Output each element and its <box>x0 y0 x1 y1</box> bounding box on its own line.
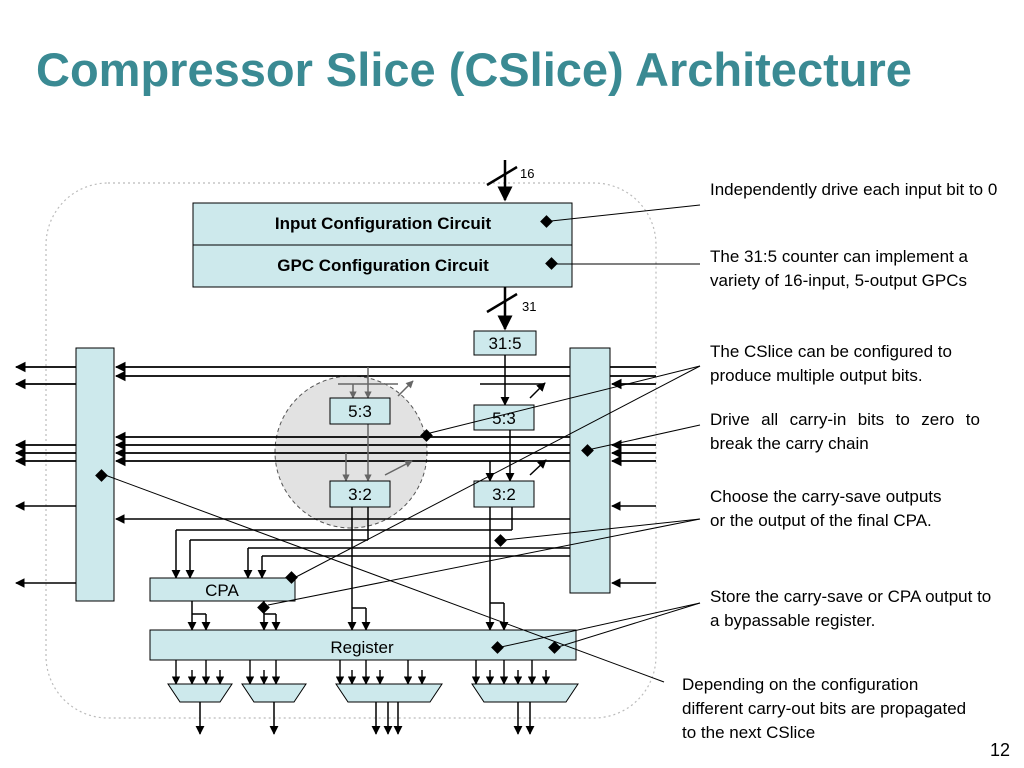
counter-5-3-right-label: 5:3 <box>492 409 516 428</box>
gpc-bus <box>486 287 518 331</box>
counter-31-5 <box>473 330 537 356</box>
compressor-output-wires <box>171 507 570 631</box>
input-bus <box>486 160 518 202</box>
cpa-block <box>149 577 296 602</box>
slide-page-number: 12 <box>989 740 1010 760</box>
gpc-bus-width-label: 31 <box>522 299 536 314</box>
gpc-configuration-circuit <box>192 244 573 288</box>
counter-5-3-left <box>329 397 391 425</box>
left-side-mux <box>75 347 115 602</box>
annotation-carry-out: Depending on the configuration different… <box>682 675 967 742</box>
output-mux-4 <box>471 683 579 703</box>
annotation-carry-in: Drive all carry-in bits to zero to break… <box>710 410 980 453</box>
register-label: Register <box>330 638 394 657</box>
input-configuration-circuit-label: Input Configuration Circuit <box>275 214 492 233</box>
top-horizontal-wires <box>14 361 656 390</box>
middle-horizontal-wires <box>14 431 656 467</box>
counter-31-5-label: 31:5 <box>488 334 521 353</box>
cslice-boundary <box>45 182 657 719</box>
counter-3-2-right-label: 3:2 <box>492 485 516 504</box>
counter-5-3-left-label: 5:3 <box>348 402 372 421</box>
annotation-carry-save: Choose the carry-save outputs or the out… <box>710 487 942 530</box>
output-mux-1 <box>167 683 233 703</box>
input-configuration-circuit <box>192 202 573 246</box>
final-output-wires <box>195 702 535 735</box>
annotation-multiple-outputs: The CSlice can be configured to produce … <box>710 342 952 385</box>
annotation-input-drive: Independently drive each input bit to 0 <box>710 180 998 199</box>
annotation-counter: The 31:5 counter can implement a variety… <box>710 247 968 290</box>
annotation-register: Store the carry-save or CPA output to a … <box>710 587 992 630</box>
right-compressor-wiring <box>480 355 547 482</box>
callout-lines <box>104 204 701 683</box>
counter-3-2-left <box>329 480 391 508</box>
input-bus-width-label: 16 <box>520 166 534 181</box>
counter-3-2-left-label: 3:2 <box>348 485 372 504</box>
output-mux-2 <box>241 683 307 703</box>
cpa-label: CPA <box>205 581 239 600</box>
left-compressor-wiring <box>338 367 414 482</box>
lower-horizontal-wires <box>15 501 656 588</box>
counter-3-2-right <box>473 480 535 508</box>
register-block <box>149 629 577 661</box>
output-mux-3 <box>335 683 443 703</box>
slide-title: Compressor Slice (CSlice) Architecture <box>36 43 912 96</box>
gpc-configuration-circuit-label: GPC Configuration Circuit <box>277 256 489 275</box>
register-output-wires <box>171 660 551 685</box>
right-side-mux <box>569 347 611 594</box>
